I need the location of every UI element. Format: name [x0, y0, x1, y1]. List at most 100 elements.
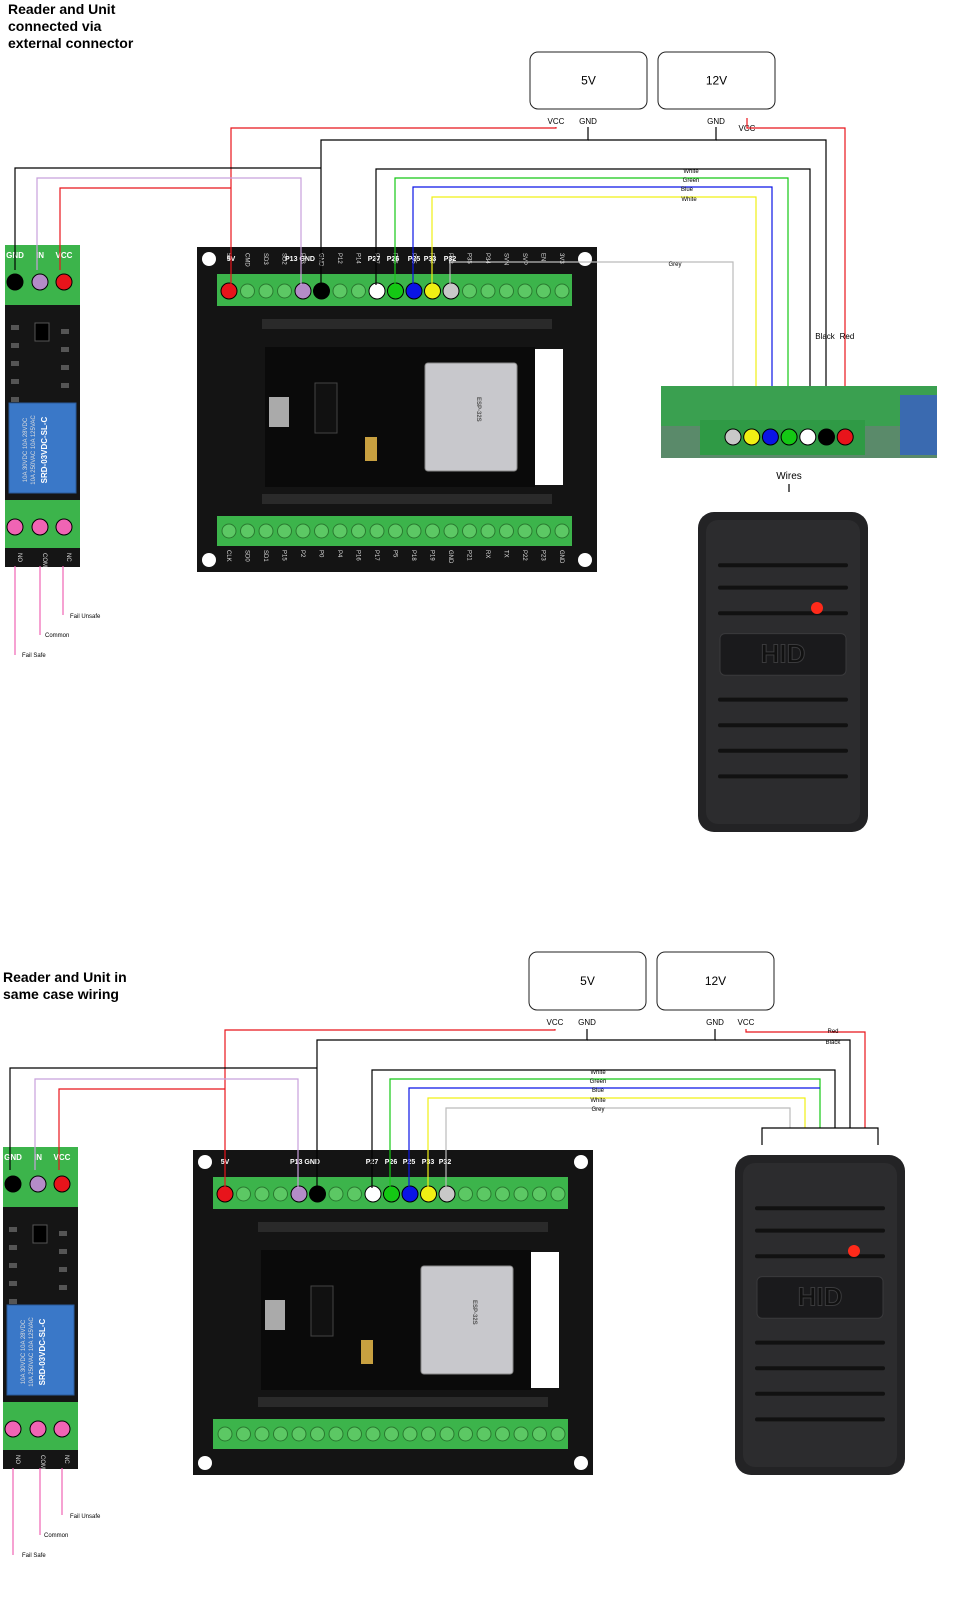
board-screw-terminal — [499, 523, 514, 539]
board-silk-bottom-label: RX — [484, 550, 490, 558]
board-terminal-8 — [364, 1185, 382, 1203]
board-screw-terminal — [476, 1426, 492, 1442]
board-terminal-12 — [438, 1185, 456, 1203]
board-screw-terminal — [240, 523, 255, 539]
relay-coil — [8, 402, 77, 494]
board-screw-terminal — [277, 523, 292, 539]
board-pin-label: P33 — [424, 256, 437, 263]
psu-5v-label: 5V — [581, 74, 596, 88]
board-screw-terminal — [347, 1186, 362, 1202]
board-terminal-11 — [424, 282, 441, 300]
board-screw-terminal — [328, 1426, 344, 1442]
connector-pin — [724, 428, 742, 446]
board-screw-terminal — [332, 523, 348, 539]
status-led — [811, 602, 823, 614]
relay-smd-part — [61, 383, 69, 388]
board-silk-bottom-label: P23 — [540, 550, 546, 561]
reader-groove — [718, 748, 848, 753]
board-silk-top-label: P32 — [447, 253, 453, 264]
wire-white — [371, 1069, 836, 1188]
relay-rating-text: 10A 250VAC 10A 125VAC — [31, 415, 37, 485]
wire-label-green: Green — [683, 178, 700, 184]
wire-12v-gnd-reader — [716, 139, 827, 430]
connector-pin — [818, 428, 835, 446]
reader-groove — [755, 1206, 885, 1211]
board-silk-top-label: P12 — [336, 253, 342, 264]
mounting-hole — [198, 1456, 212, 1470]
board-pin-label: P25 — [408, 256, 421, 263]
wire-label-blue: Blue — [681, 187, 694, 193]
mounting-hole — [202, 252, 216, 266]
usb-port — [265, 1300, 285, 1330]
board-screw-terminal — [351, 283, 366, 299]
output-fail-safe: Fail Safe — [22, 1553, 46, 1559]
board-silk-bottom-label: SD0 — [244, 550, 250, 562]
board-silk-bottom-label: P18 — [410, 550, 416, 561]
relay-rating-text: 10A 30VDC 10A 28VDC — [23, 417, 29, 482]
wire-relay-vcc — [58, 1088, 225, 1170]
wire-blue — [412, 186, 773, 430]
board-pin-label: P13 GND — [290, 1159, 320, 1166]
wire-label-white: White — [590, 1070, 606, 1076]
wire-5v-vcc — [224, 1029, 556, 1188]
capacitor — [361, 1340, 373, 1364]
board-screw-terminal — [291, 1426, 307, 1442]
reader-groove — [718, 563, 848, 568]
wire-label-white: White — [683, 169, 699, 175]
wire-label-grey: Grey — [591, 1107, 604, 1113]
board-silk-bottom-label: P5 — [392, 550, 398, 558]
board-screw-terminal — [347, 1426, 362, 1442]
wire-green — [389, 1078, 821, 1188]
psu-5v-label: 5V — [580, 974, 595, 988]
board-screw-terminal — [550, 1426, 566, 1442]
board-screw-terminal — [332, 283, 348, 299]
board-silk-top-label: SD3 — [262, 253, 268, 265]
wire-12v-vcc — [745, 1029, 866, 1128]
board-silk-bottom-label: TX — [503, 550, 509, 558]
psu-5v-gnd-label: GND — [578, 1018, 596, 1027]
board-screw-terminal — [476, 1186, 492, 1202]
board-silk-bottom-label: P19 — [429, 550, 435, 561]
relay-gnd-terminal — [6, 273, 24, 291]
psu-5v-gnd-label: GND — [579, 117, 597, 126]
board-screw-terminal — [443, 523, 459, 539]
connector-caption: Wires — [776, 471, 802, 482]
board-screw-terminal — [495, 1426, 510, 1442]
board-silk-top-label: P14 — [355, 253, 361, 264]
board-screw-terminal — [240, 283, 255, 299]
relay-output-pin-label: NC — [63, 1455, 69, 1464]
relay-smd-part — [59, 1285, 67, 1290]
relay-smd-part — [61, 365, 69, 370]
board-silk-top-label: CMD — [244, 253, 250, 267]
relay-output-pin-label: NC — [65, 553, 71, 562]
board-screw-terminal — [532, 1186, 547, 1202]
board-terminal-11 — [420, 1185, 437, 1203]
relay-no-terminal — [6, 518, 24, 536]
board-screw-terminal — [221, 523, 237, 539]
board-screw-terminal — [365, 1426, 381, 1442]
diagram-title: external connector — [8, 35, 134, 51]
board-screw-terminal — [517, 523, 533, 539]
esp32-module-label: ESP-32S — [471, 1300, 477, 1325]
status-led — [848, 1245, 860, 1257]
mounting-hole — [198, 1155, 212, 1169]
wire-label-black: Black — [815, 332, 836, 341]
board-screw-terminal — [513, 1426, 529, 1442]
board-screw-terminal — [458, 1186, 473, 1202]
board-silk-bottom-label: P21 — [466, 550, 472, 561]
chip — [310, 1285, 334, 1337]
header-row — [262, 494, 552, 504]
connector-pin — [799, 428, 817, 446]
relay-smd-part — [11, 379, 19, 384]
board-screw-terminal — [495, 1186, 510, 1202]
relay-smd-part — [59, 1231, 67, 1236]
relay-smd-part — [59, 1249, 67, 1254]
esp32-terminal-board: ESP-32S — [193, 1150, 593, 1475]
board-screw-terminal — [462, 523, 477, 539]
psu-5v — [529, 51, 648, 110]
board-screw-terminal — [406, 523, 422, 539]
